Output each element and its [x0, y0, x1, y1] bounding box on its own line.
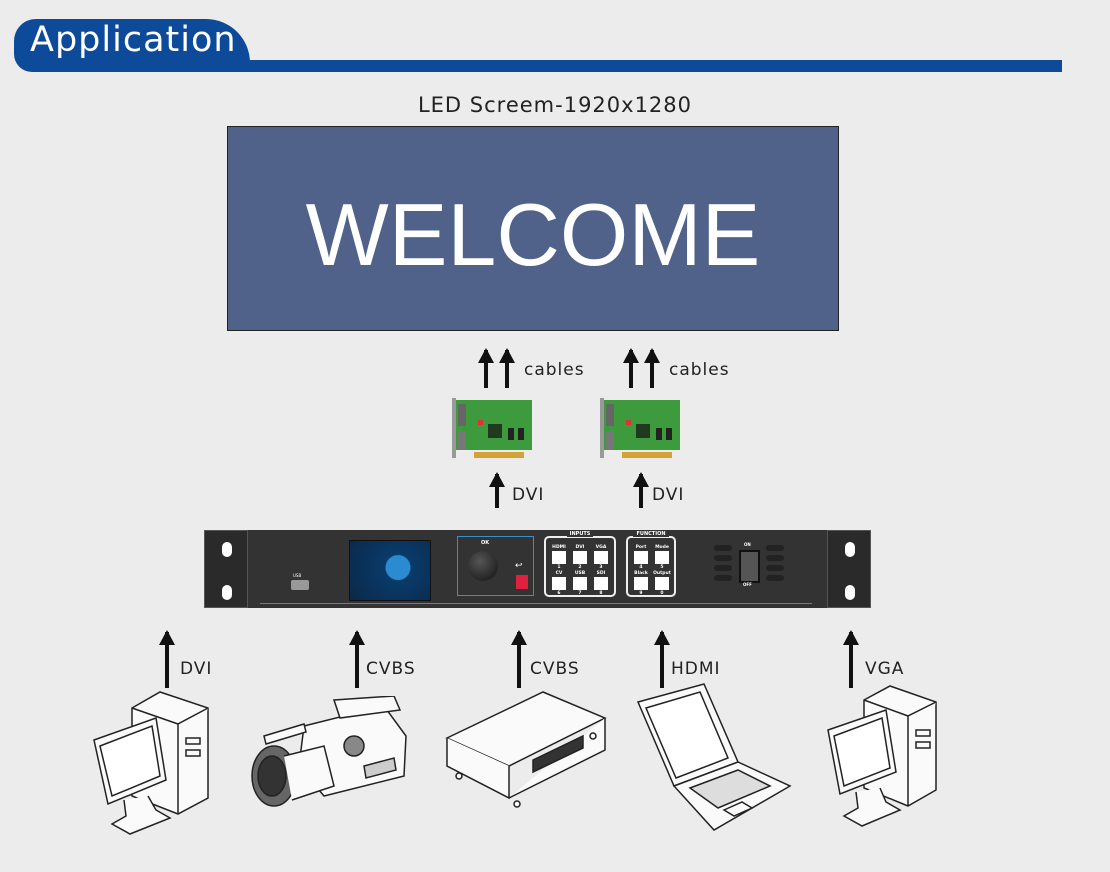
cable-arrow-icon: [478, 348, 494, 388]
control-panel: OK ↩: [457, 536, 534, 596]
rotary-knob[interactable]: [468, 551, 498, 581]
computer-icon: [827, 685, 937, 827]
source-label: CVBS: [530, 659, 580, 679]
header-tab: [14, 19, 250, 72]
button-number: 0: [660, 591, 664, 596]
back-icon: ↩: [515, 561, 523, 571]
cable-arrow-icon: [623, 348, 639, 388]
inputs-title: INPUTS: [566, 531, 594, 537]
button-name: CV: [555, 571, 563, 576]
function-title: FUNCTION: [633, 531, 669, 537]
button-number: 5: [660, 565, 664, 570]
panel-button-port[interactable]: [634, 551, 648, 564]
computer-icon: [93, 691, 209, 835]
button-name: USB: [574, 571, 586, 576]
button-number: 8: [599, 591, 603, 596]
button-number: 6: [557, 591, 561, 596]
panel-button-hdmi[interactable]: [552, 551, 566, 564]
source-arrow-icon: [349, 630, 365, 688]
source-arrow-icon: [843, 630, 859, 688]
button-number: 7: [578, 591, 582, 596]
button-name: VGA: [595, 545, 607, 550]
panel-button-cv[interactable]: [552, 577, 566, 590]
panel-button-usb[interactable]: [573, 577, 587, 590]
button-number: 1: [557, 565, 561, 570]
led-screen: WELCOME: [227, 126, 839, 331]
led-screen-text: WELCOME: [305, 185, 761, 284]
page-title: Application: [30, 20, 237, 60]
lcd-display: [349, 540, 431, 601]
source-label: VGA: [865, 659, 905, 679]
cables-label: cables: [669, 360, 730, 380]
button-number: 3: [599, 565, 603, 570]
panel-button-vga[interactable]: [594, 551, 608, 564]
panel-button-mode[interactable]: [655, 551, 669, 564]
led-screen-label: LED Screem-1920x1280: [417, 93, 693, 117]
rack-ear-left: [204, 530, 248, 608]
button-name: Port: [635, 545, 647, 550]
source-label: CVBS: [366, 659, 416, 679]
power-on-label: ON: [744, 542, 751, 547]
cable-arrow-icon: [644, 348, 660, 388]
dvi-label: DVI: [652, 485, 685, 505]
button-name: SDI: [596, 571, 606, 576]
source-label: DVI: [180, 659, 213, 679]
panel-button-output[interactable]: [655, 577, 669, 590]
source-arrow-icon: [159, 630, 175, 688]
button-number: 4: [639, 565, 643, 570]
dvi-label: DVI: [512, 485, 545, 505]
sending-card-image: [600, 398, 680, 458]
button-name: HDMI: [552, 545, 566, 550]
source-arrow-icon: [511, 630, 527, 688]
camcorder-icon: [251, 696, 407, 807]
knob-label: OK: [481, 540, 490, 546]
cables-label: cables: [524, 360, 585, 380]
source-arrow-icon: [654, 630, 670, 688]
button-number: 2: [578, 565, 582, 570]
laptop-icon: [636, 683, 792, 831]
back-button[interactable]: [516, 575, 528, 589]
button-name: DVI: [575, 545, 585, 550]
header-rule: [240, 60, 1062, 72]
rack-ear-right: [827, 530, 871, 608]
button-name: Mode: [655, 545, 669, 550]
usb-port[interactable]: [291, 580, 309, 590]
button-number: 9: [639, 591, 643, 596]
sending-card-image: [452, 398, 532, 458]
usb-label: USB: [293, 573, 302, 578]
panel-button-dvi[interactable]: [573, 551, 587, 564]
power-switch[interactable]: [739, 550, 760, 583]
dvd-player-icon: [445, 691, 607, 808]
button-name: Output: [653, 571, 671, 576]
dvi-arrow-icon: [633, 472, 649, 508]
dvi-arrow-icon: [489, 472, 505, 508]
panel-button-sdi[interactable]: [594, 577, 608, 590]
source-label: HDMI: [671, 659, 721, 679]
cable-arrow-icon: [499, 348, 515, 388]
power-off-label: OFF: [743, 582, 752, 587]
button-name: Black: [634, 571, 648, 576]
panel-button-black[interactable]: [634, 577, 648, 590]
